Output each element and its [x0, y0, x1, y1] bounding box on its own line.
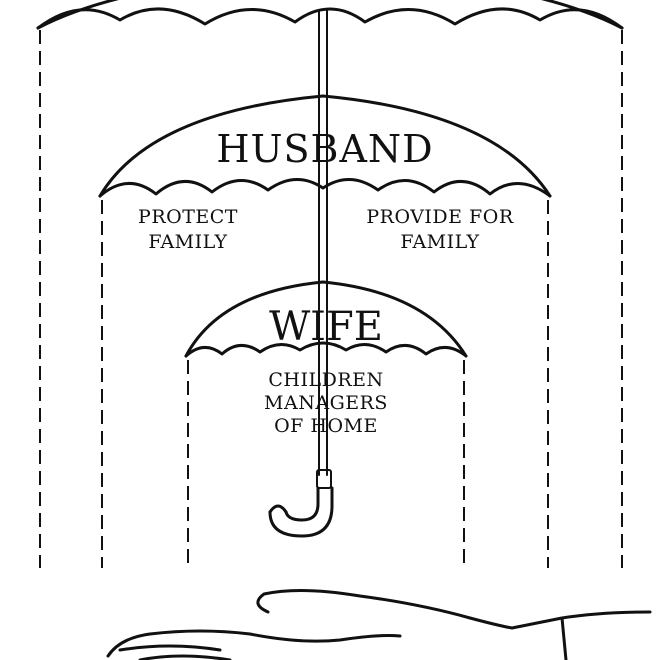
- wife-duty-line2: MANAGERS: [264, 392, 388, 414]
- outer-canopy-dome: [36, 0, 624, 30]
- hand-fingers: [118, 644, 232, 660]
- hand-thumb: [256, 588, 514, 630]
- wife-umbrella: [184, 280, 468, 568]
- husband-canopy-scallops: [98, 178, 552, 198]
- husband-title: HUSBAND: [216, 127, 433, 171]
- wife-duty-line1: CHILDREN: [268, 369, 383, 391]
- hand-palm: [106, 629, 402, 658]
- wife-canopy-dome: [184, 280, 468, 358]
- husband-right-duty-line2: FAMILY: [400, 231, 479, 253]
- wife-duty-line3: OF HOME: [274, 415, 378, 437]
- husband-left-duty-line2: FAMILY: [148, 231, 227, 253]
- husband-canopy-dome: [98, 94, 552, 198]
- outer-canopy-scallops: [36, 7, 624, 30]
- wife-title: WIFE: [269, 304, 383, 350]
- husband-right-duty-line1: PROVIDE FOR: [366, 206, 513, 228]
- umbrella-shaft: [318, 9, 328, 476]
- wife-canopy-scallops: [184, 341, 468, 358]
- sleeve-cuff: [510, 610, 652, 660]
- husband-umbrella: [98, 94, 552, 568]
- umbrella-handle: [268, 469, 334, 538]
- outer-umbrella: [36, 0, 624, 568]
- open-hand: [106, 588, 652, 660]
- husband-left-duty-line1: PROTECT: [138, 206, 238, 228]
